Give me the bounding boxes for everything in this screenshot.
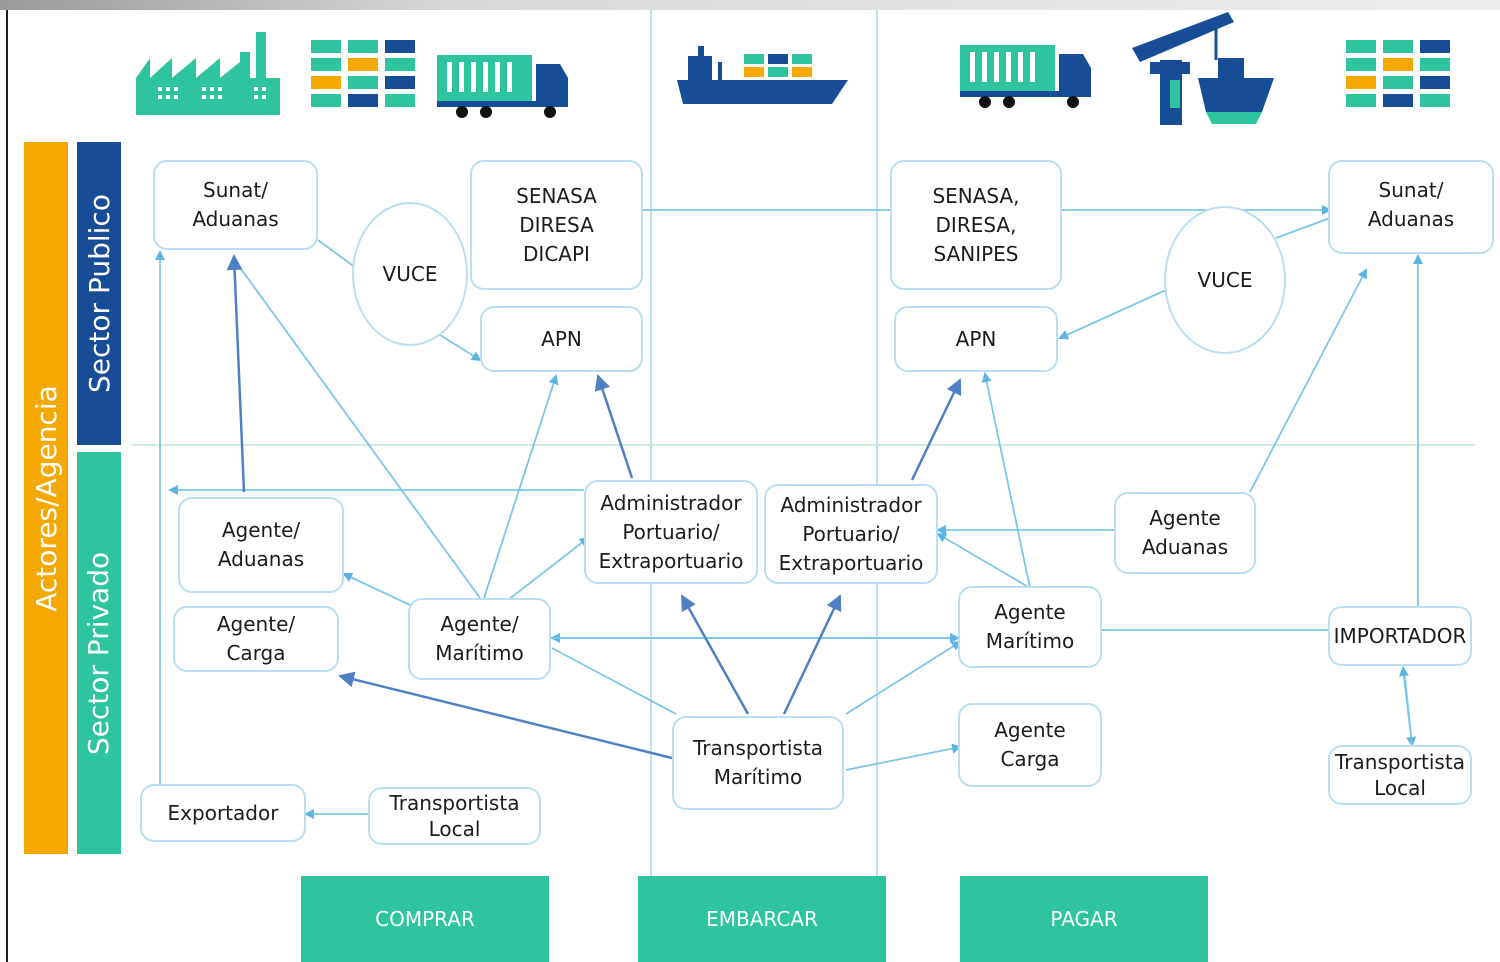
- port-crane-ship-icon: [1132, 12, 1274, 125]
- node-vuce-right: VUCE: [1164, 206, 1286, 354]
- phase-comprar: COMPRAR: [301, 876, 549, 962]
- connector-lines: [155, 205, 1423, 819]
- node-administrador-portuario-right: Administrador Portuario/ Extraportuario: [764, 484, 938, 584]
- node-agente-carga-left: Agente/ Carga: [173, 606, 339, 672]
- node-exportador: Exportador: [140, 784, 306, 842]
- phase-embarcar-label: EMBARCAR: [706, 907, 818, 931]
- node-agente-maritimo-left: Agente/ Marítimo: [408, 598, 551, 680]
- node-agente-aduanas-left: Agente/ Aduanas: [178, 497, 344, 593]
- node-agente-maritimo-right: Agente Marítimo: [958, 586, 1102, 668]
- node-agente-aduanas-right: Agente Aduanas: [1114, 492, 1256, 574]
- left-border: [6, 10, 8, 962]
- node-transportista-local-left: Transportista Local: [368, 787, 541, 845]
- node-senasa-diresa-dicapi: SENASA DIRESA DICAPI: [470, 160, 643, 290]
- node-agente-carga-right: Agente Carga: [958, 703, 1102, 787]
- node-sunat-aduanas-right: Sunat/ Aduanas: [1328, 160, 1494, 254]
- cargo-ship-icon: [677, 46, 848, 104]
- factory-icon: [136, 32, 280, 115]
- sector-publico-label: Sector Publico: [82, 194, 116, 393]
- top-bar: [0, 0, 1500, 10]
- sector-privado-band: Sector Privado: [77, 452, 121, 854]
- emphasis-arrows: [226, 254, 962, 760]
- node-vuce-left: VUCE: [352, 202, 468, 346]
- node-apn-left: APN: [480, 306, 643, 372]
- phase-comprar-label: COMPRAR: [375, 907, 475, 931]
- phase-pagar: PAGAR: [960, 876, 1208, 962]
- truck-icon: [437, 55, 568, 118]
- node-apn-right: APN: [894, 306, 1058, 372]
- node-transportista-maritimo: Transportista Marítimo: [672, 716, 844, 810]
- node-administrador-portuario-left: Administrador Portuario/ Extraportuario: [584, 480, 758, 584]
- sector-publico-band: Sector Publico: [77, 142, 121, 445]
- container-stack-icon: [311, 40, 415, 107]
- node-importador: IMPORTADOR: [1328, 606, 1472, 666]
- phase-pagar-label: PAGAR: [1050, 907, 1118, 931]
- node-transportista-local-right: Transportista Local: [1328, 745, 1472, 805]
- node-sunat-aduanas-left: Sunat/ Aduanas: [153, 160, 318, 250]
- container-stack-icon: [1346, 40, 1450, 107]
- truck-icon: [960, 45, 1091, 108]
- phase-embarcar: EMBARCAR: [638, 876, 886, 962]
- actores-agencia-band: Actores/Agencia: [24, 142, 68, 854]
- node-senasa-diresa-sanipes: SENASA, DIRESA, SANIPES: [890, 160, 1062, 290]
- sector-privado-label: Sector Privado: [82, 551, 116, 755]
- actores-agencia-label: Actores/Agencia: [29, 384, 63, 612]
